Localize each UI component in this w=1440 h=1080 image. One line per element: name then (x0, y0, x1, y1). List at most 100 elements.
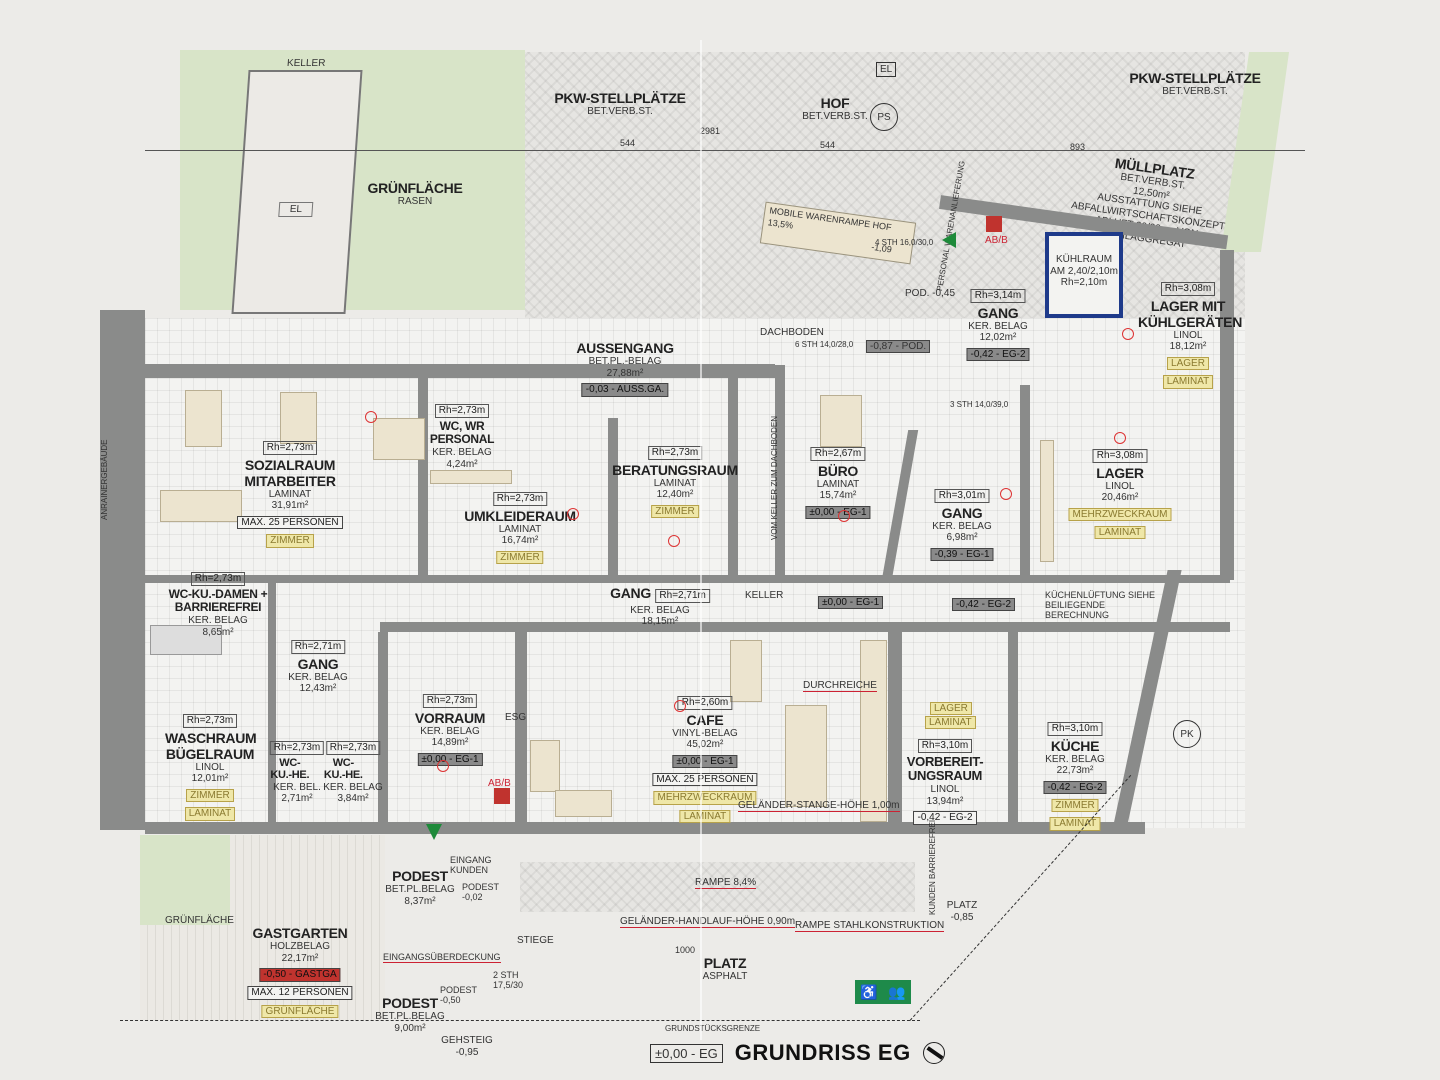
room-wc-personal: Rh=2,73m WC, WR PERSONAL KER. BELAG 4,24… (429, 404, 495, 470)
dim-right: 893 (1070, 142, 1086, 152)
wall-umkleide-east (608, 418, 618, 578)
cooler-room: KÜHLRAUM AM 2,40/2,10m Rh=2,10m (1045, 232, 1123, 318)
paper-fold (700, 40, 702, 1040)
wall-corridor-south (380, 622, 1230, 632)
dim-total: 2981 (700, 126, 721, 136)
keller-dachboden-label: VOM KELLER ZUM DACHBODEN (770, 415, 779, 540)
bathtub (150, 625, 222, 655)
pk-symbol: PK (1173, 720, 1201, 748)
ab-b-label-2: AB/B (488, 778, 511, 789)
keller-label: KELLER (745, 590, 784, 601)
room-lager: Rh=3,08m LAGER LINOL 20,46m² MEHRZWECKRA… (1068, 445, 1172, 540)
counter (785, 705, 827, 807)
wall-stair-east (775, 365, 785, 580)
podest-1-level: PODEST -0,02 (462, 882, 499, 902)
ps-symbol: PS (870, 103, 898, 131)
emergency-light-icon-2 (494, 788, 510, 804)
wall-cafe-east (888, 632, 902, 822)
cellar-stair-label: KELLER (286, 58, 326, 69)
wall-cafe-west (515, 632, 527, 822)
wall-social-east (418, 378, 428, 578)
counter (860, 640, 887, 822)
room-lager-kuehl: Rh=3,08m LAGER MIT KÜHLGERÄTEN LINOL 18,… (1138, 282, 1243, 389)
room-cafe: Rh=2,60m CAFE VINYL-BELAG 45,02m² ±0,00 … (652, 692, 758, 824)
emergency-light-icon (986, 216, 1002, 232)
vorbereitung-tag-1: LAGER (930, 702, 972, 715)
plan-title: GRUNDRISS EG (734, 1040, 911, 1065)
smoke-detector-icon (1114, 432, 1126, 444)
courtyard-paving (525, 52, 1245, 322)
wall-kitchen-west (1008, 632, 1018, 822)
entry-arrow-icon-2 (426, 824, 442, 840)
label-parking-right: PKW-STELLPLÄTZE BET.VERB.ST. (1129, 70, 1261, 98)
green-bottom-label: GRÜNFLÄCHE (165, 915, 234, 926)
room-vorbereitung: Rh=3,10m VORBEREIT-UNGSRAUM LINOL 13,94m… (906, 739, 984, 825)
rail-label: GELÄNDER-HANDLAUF-HÖHE 0,90m (620, 916, 796, 928)
room-gang-wc: Rh=2,71m GANG KER. BELAG 12,43m² (288, 640, 348, 695)
square-level: PLATZ -0,85 (946, 900, 978, 923)
pass-through-note: DURCHREICHE (803, 680, 877, 692)
dimension-line-top (145, 150, 1305, 151)
level-tag-corridor-1: ±0,00 - EG-1 (818, 596, 884, 609)
wall-vorraum-west (378, 632, 388, 822)
stairs-label: STIEGE (517, 935, 554, 946)
smoke-detector-icon (365, 411, 377, 423)
smoke-detector-icon (567, 508, 579, 520)
room-buero: Rh=2,67m BÜRO LAMINAT 15,74m² ±0,00 - EG… (805, 443, 871, 520)
wall-corridor-north (145, 575, 1230, 583)
table (373, 418, 425, 460)
ramp-label: RAMPE 8,4% (695, 877, 757, 889)
dim-mid: 544 (820, 140, 836, 150)
neighbor-label: ANRAINERGEBÄUDE (100, 439, 109, 520)
ramp-surface (520, 862, 915, 912)
green-area-bottom (140, 835, 230, 925)
square-dim: 1000 (675, 945, 696, 955)
room-sozialraum: Rh=2,73m SOZIALRAUM MITARBEITER LAMINAT … (235, 437, 345, 548)
table (185, 390, 222, 447)
sofa (555, 790, 612, 817)
smoke-detector-icon (1000, 488, 1012, 500)
room-beratung: Rh=2,73m BERATUNGSRAUM LAMINAT 12,40m² Z… (612, 446, 738, 519)
room-wc-he-1: Rh=2,73m WC-KU.-HE. KER. BEL. 2,71m² (269, 737, 325, 805)
desk (820, 395, 862, 447)
wall-south (145, 822, 1145, 834)
sidewalk-level: GEHSTEIG -0,95 (441, 1035, 493, 1058)
wall-beratung-east (728, 378, 738, 578)
kitchen-ventilation-note: KÜCHENLÜFTUNG SIEHE BEILIEGENDE BERECHNU… (1045, 590, 1156, 620)
cellar-el-tag: EL (278, 202, 314, 217)
room-podest-2: PODEST BET.PL.BELAG 9,00m² (375, 995, 445, 1034)
room-podest-1: PODEST BET.PL.BELAG 8,37m² (385, 868, 455, 907)
vorbereitung-tag-2: LAMINAT (925, 716, 976, 729)
podest-2-level: PODEST -0,50 (440, 985, 477, 1005)
room-gang-hof: Rh=3,14m GANG KER. BELAG 12,02m² -0,42 -… (966, 289, 1030, 362)
smoke-detector-icon (1122, 328, 1134, 340)
room-gang-haupt: GANG Rh=2,71m KER. BELAG 18,15m² (610, 585, 710, 628)
stair-3sth: 3 STH 14,0/39,0 (950, 400, 1009, 409)
sofa (530, 740, 560, 792)
pod-level: POD. -0,45 (905, 288, 956, 299)
smoke-detector-icon (838, 510, 850, 522)
label-yard: HOF BET.VERB.ST. (802, 95, 868, 123)
ramp-structure-label: RAMPE STAHLKONSTRUKTION (795, 920, 945, 932)
stair-4sth: 4 STH 16,0/30,0 (875, 238, 934, 247)
room-wc-damen: Rh=2,73m WC-KU.-DAMEN + BARRIEREFREI KER… (168, 572, 268, 638)
entrance-roof-label: EINGANGSÜBERDECKUNG (383, 952, 501, 963)
table (730, 640, 762, 702)
smoke-detector-icon (674, 700, 686, 712)
square-label: PLATZ ASPHALT (702, 955, 748, 983)
wall-wc-east (268, 583, 276, 823)
room-aussengang: AUSSENGANG BET.PL.-BELAG 27,88m² -0,03 -… (576, 340, 674, 397)
pod-box: -0,87 - POD. (866, 340, 931, 353)
room-vorraum: Rh=2,73m VORRAUM KER. BELAG 14,89m² ±0,0… (414, 694, 486, 767)
north-arrow-icon (922, 1042, 945, 1064)
wall-east (1220, 250, 1234, 580)
room-waschraum: Rh=2,73m WASCHRAUM BÜGELRAUM LINOL 12,01… (165, 714, 257, 821)
label-parking-left: PKW-STELLPLÄTZE BET.VERB.ST. (554, 90, 686, 118)
room-gang-mitte: Rh=3,01m GANG KER. BELAG 6,98m² -0,39 - … (930, 489, 994, 562)
label-green-top: GRÜNFLÄCHE RASEN (367, 180, 463, 208)
railing-note: GELÄNDER-STANGE-HÖHE 1,00m (738, 800, 900, 812)
wheelchair-icon: ♿ (860, 983, 878, 1000)
smoke-detector-icon (437, 760, 449, 772)
title-block: ±0,00 - EG GRUNDRISS EG (650, 1040, 945, 1066)
